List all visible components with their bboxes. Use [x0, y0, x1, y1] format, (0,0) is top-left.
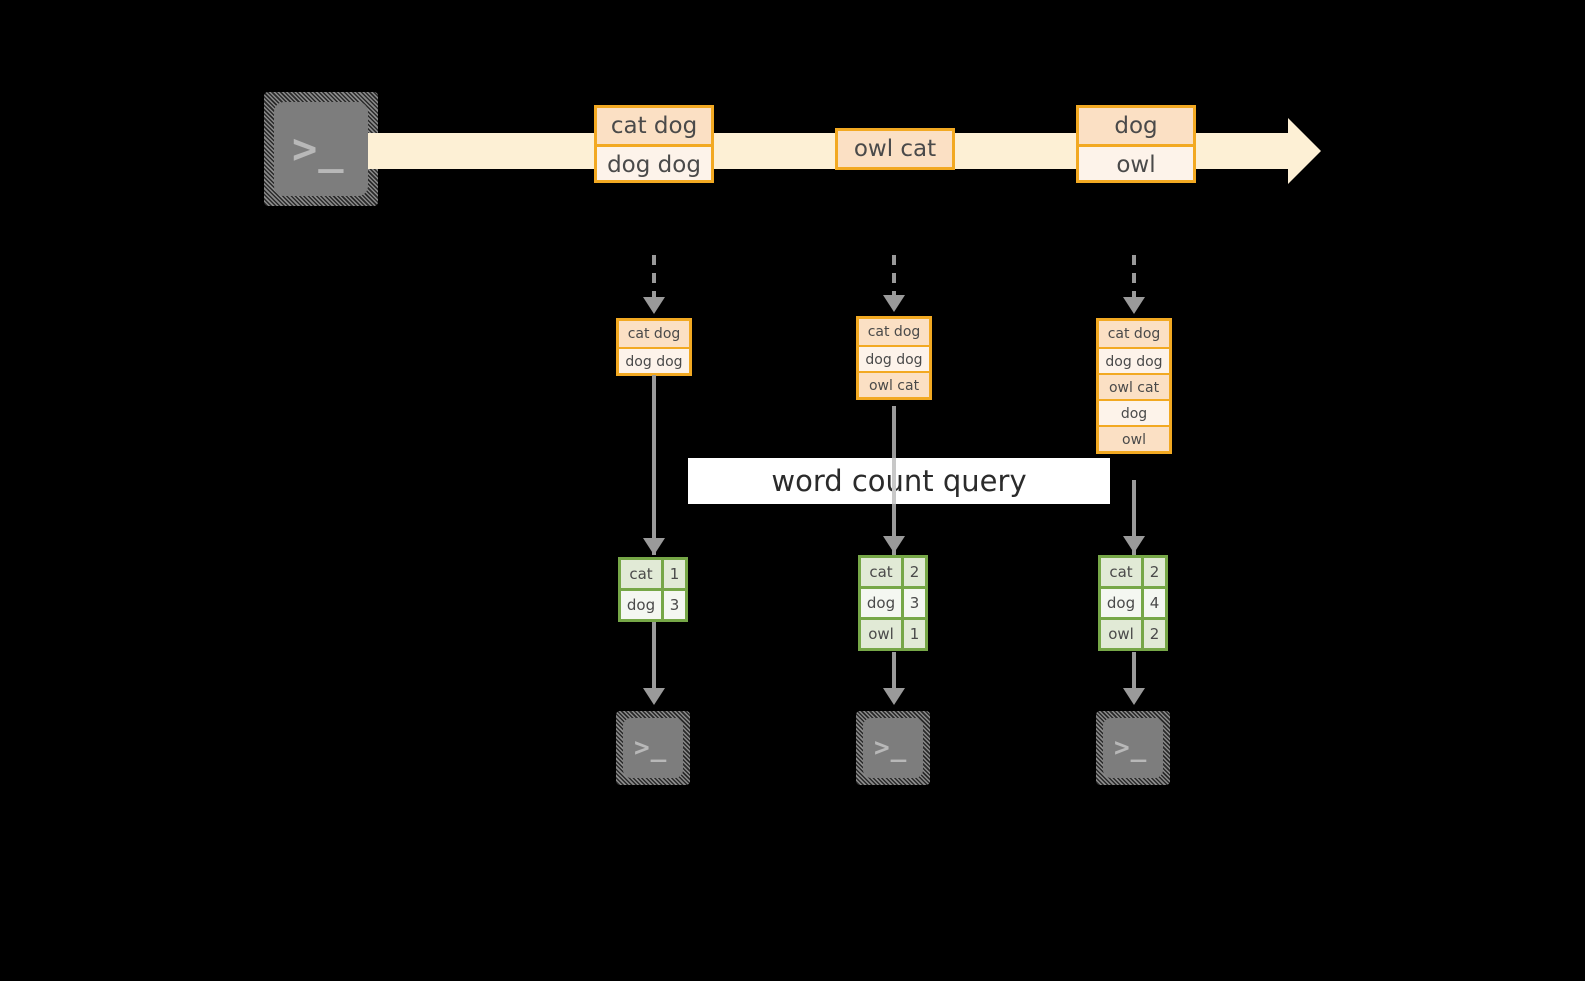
- stream-event-row: owl: [1079, 144, 1193, 180]
- result-row: cat 1: [621, 560, 685, 588]
- result-value: 1: [661, 560, 685, 588]
- result-table: cat 2 dog 3 owl 1: [858, 555, 928, 651]
- stream-event-row: dog: [1079, 108, 1193, 144]
- query-label-band: word count query: [688, 458, 1110, 504]
- result-row: cat 2: [1101, 558, 1165, 586]
- connector-lane-to-snapshot: [1132, 255, 1136, 301]
- result-table: cat 2 dog 4 owl 2: [1098, 555, 1168, 651]
- terminal-screen: >_: [623, 718, 683, 778]
- result-key: cat: [621, 560, 662, 588]
- result-value: 2: [1141, 620, 1165, 648]
- snapshot-row: dog dog: [859, 345, 929, 371]
- connector-over-band: [892, 458, 896, 504]
- connector-lane-to-snapshot: [652, 255, 656, 301]
- result-value: 3: [661, 591, 685, 619]
- terminal-screen: >_: [863, 718, 923, 778]
- result-table: cat 1 dog 3: [618, 557, 688, 622]
- result-key: dog: [621, 591, 662, 619]
- result-row: owl 1: [861, 617, 925, 648]
- result-row: dog 3: [861, 586, 925, 617]
- result-key: cat: [1101, 558, 1142, 586]
- snapshot-box: cat dog dog dog: [616, 318, 692, 376]
- query-label: word count query: [771, 464, 1027, 498]
- snapshot-row: cat dog: [859, 319, 929, 345]
- result-row: dog 3: [621, 588, 685, 619]
- result-value: 2: [901, 558, 925, 586]
- connector-arrow-icon: [1123, 536, 1145, 553]
- sink-terminal-icon: >_: [1096, 711, 1170, 785]
- snapshot-row: owl cat: [859, 371, 929, 397]
- terminal-prompt-glyph: >_: [874, 733, 908, 763]
- terminal-prompt-glyph: >_: [292, 124, 345, 173]
- result-row: cat 2: [861, 558, 925, 586]
- sink-terminal-icon: >_: [616, 711, 690, 785]
- connector-arrow-icon: [883, 688, 905, 705]
- stream-event-box: cat dog dog dog: [594, 105, 714, 183]
- connector-result-to-sink: [1132, 652, 1136, 692]
- stream-event-row: cat dog: [597, 108, 711, 144]
- terminal-prompt-glyph: >_: [634, 733, 668, 763]
- stream-event-box: dog owl: [1076, 105, 1196, 183]
- stream-event-row: dog dog: [597, 144, 711, 180]
- connector-lane-to-snapshot: [892, 255, 896, 299]
- snapshot-row: owl: [1099, 425, 1169, 451]
- result-row: dog 4: [1101, 586, 1165, 617]
- connector-arrow-icon: [883, 536, 905, 553]
- connector-arrow-icon: [643, 538, 665, 555]
- snapshot-row: cat dog: [1099, 321, 1169, 347]
- snapshot-box: cat dog dog dog owl cat dog owl: [1096, 318, 1172, 454]
- connector-arrow-icon: [1123, 688, 1145, 705]
- terminal-screen: >_: [1103, 718, 1163, 778]
- result-key: dog: [861, 589, 902, 617]
- result-value: 4: [1141, 589, 1165, 617]
- connector-arrow-icon: [643, 688, 665, 705]
- result-value: 3: [901, 589, 925, 617]
- result-value: 1: [901, 620, 925, 648]
- sink-terminal-icon: >_: [856, 711, 930, 785]
- connector-snapshot-to-result: [1132, 480, 1136, 555]
- connector-arrow-icon: [643, 297, 665, 314]
- connector-arrow-icon: [883, 295, 905, 312]
- result-value: 2: [1141, 558, 1165, 586]
- snapshot-row: owl cat: [1099, 373, 1169, 399]
- result-key: cat: [861, 558, 902, 586]
- result-key: owl: [1101, 620, 1142, 648]
- stream-arrow-icon: [1288, 118, 1321, 184]
- snapshot-row: dog dog: [1099, 347, 1169, 373]
- stream-event-box: owl cat: [835, 128, 955, 170]
- connector-result-to-sink: [652, 622, 656, 692]
- source-terminal-icon: >_: [264, 92, 378, 206]
- stream-event-row: owl cat: [838, 131, 952, 167]
- result-key: owl: [861, 620, 902, 648]
- snapshot-row: cat dog: [619, 321, 689, 347]
- result-key: dog: [1101, 589, 1142, 617]
- connector-snapshot-to-result: [652, 375, 656, 555]
- result-row: owl 2: [1101, 617, 1165, 648]
- snapshot-row: dog dog: [619, 347, 689, 373]
- connector-result-to-sink: [892, 652, 896, 692]
- snapshot-row: dog: [1099, 399, 1169, 425]
- terminal-prompt-glyph: >_: [1114, 733, 1148, 763]
- terminal-screen: >_: [274, 102, 368, 196]
- snapshot-box: cat dog dog dog owl cat: [856, 316, 932, 400]
- connector-arrow-icon: [1123, 297, 1145, 314]
